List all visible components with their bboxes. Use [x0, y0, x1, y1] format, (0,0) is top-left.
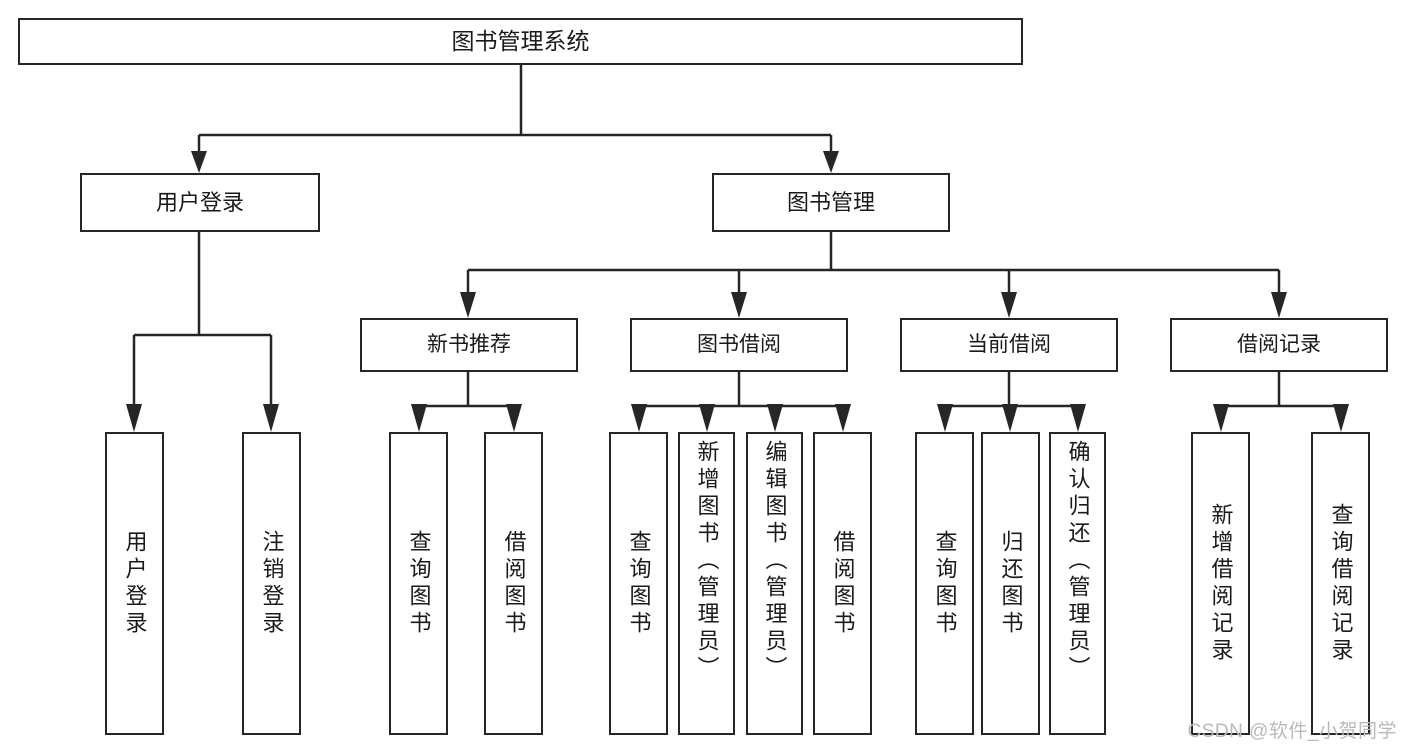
node-leaf-confirm-return-label: 确认归还（管理员）: [1065, 440, 1091, 683]
node-leaf-borrow-book-1[interactable]: 借阅图书: [484, 432, 543, 735]
node-book-manage-label: 图书管理: [786, 189, 875, 215]
node-leaf-query-book-1[interactable]: 查询图书: [389, 432, 448, 735]
arrow-leaf-logout: [263, 404, 279, 432]
node-leaf-borrow-book-2[interactable]: 借阅图书: [813, 432, 872, 735]
node-leaf-add-book[interactable]: 新增图书（管理员）: [678, 432, 735, 735]
node-leaf-query-book-2-label: 查询图书: [626, 529, 652, 638]
arrow-cb-leaf2: [1002, 404, 1018, 432]
arrow-user-login: [191, 151, 207, 173]
arrow-br-leaf1: [1213, 404, 1229, 432]
node-new-book-rec-label: 新书推荐: [427, 332, 511, 356]
arrow-book-manage: [823, 151, 839, 173]
node-leaf-query-record-label: 查询借阅记录: [1328, 502, 1354, 665]
arrow-leaf-user-login: [126, 404, 142, 432]
node-leaf-add-book-label: 新增图书（管理员）: [694, 440, 720, 683]
node-leaf-query-book-3-label: 查询图书: [932, 529, 958, 638]
arrow-borrow-record: [1271, 292, 1287, 318]
arrow-bb-leaf1: [631, 404, 647, 432]
arrow-book-borrow: [731, 292, 747, 318]
watermark: CSDN @软件_小贺同学: [1187, 721, 1397, 742]
node-book-borrow-label: 图书借阅: [697, 332, 781, 356]
node-root-label: 图书管理系统: [451, 27, 590, 54]
node-leaf-edit-book-label: 编辑图书（管理员）: [762, 440, 788, 683]
arrow-nbr-leaf2: [506, 404, 522, 432]
node-leaf-return-book-label: 归还图书: [998, 529, 1024, 638]
arrow-bb-leaf2: [699, 404, 715, 432]
node-current-borrow-label: 当前借阅: [967, 332, 1051, 356]
arrow-bb-leaf4: [835, 404, 851, 432]
node-book-borrow[interactable]: 图书借阅: [630, 318, 848, 372]
node-leaf-query-book-2[interactable]: 查询图书: [609, 432, 668, 735]
node-leaf-logout[interactable]: 注销登录: [242, 432, 301, 735]
node-leaf-logout-label: 注销登录: [259, 529, 285, 638]
node-leaf-query-record[interactable]: 查询借阅记录: [1311, 432, 1370, 735]
node-leaf-add-record-label: 新增借阅记录: [1208, 502, 1234, 665]
node-root[interactable]: 图书管理系统: [18, 18, 1023, 65]
node-leaf-borrow-book-2-label: 借阅图书: [830, 529, 856, 638]
node-leaf-query-book-3[interactable]: 查询图书: [915, 432, 974, 735]
node-leaf-return-book[interactable]: 归还图书: [981, 432, 1040, 735]
node-user-login-label: 用户登录: [155, 189, 244, 215]
node-leaf-user-login-label: 用户登录: [122, 529, 148, 638]
arrow-new-book-rec: [460, 292, 476, 318]
node-leaf-add-record[interactable]: 新增借阅记录: [1191, 432, 1250, 735]
arrow-br-leaf2: [1333, 404, 1349, 432]
arrow-current-borrow: [1001, 292, 1017, 318]
arrow-bb-leaf3: [767, 404, 783, 432]
node-new-book-rec[interactable]: 新书推荐: [360, 318, 578, 372]
arrow-cb-leaf1: [937, 404, 953, 432]
arrow-nbr-leaf1: [411, 404, 427, 432]
node-leaf-user-login[interactable]: 用户登录: [105, 432, 164, 735]
node-leaf-query-book-1-label: 查询图书: [406, 529, 432, 638]
node-leaf-borrow-book-1-label: 借阅图书: [501, 529, 527, 638]
node-book-manage[interactable]: 图书管理: [712, 173, 950, 232]
node-leaf-confirm-return[interactable]: 确认归还（管理员）: [1049, 432, 1106, 735]
node-leaf-edit-book[interactable]: 编辑图书（管理员）: [746, 432, 803, 735]
node-current-borrow[interactable]: 当前借阅: [900, 318, 1118, 372]
arrow-cb-leaf3: [1070, 404, 1086, 432]
node-borrow-record[interactable]: 借阅记录: [1170, 318, 1388, 372]
node-borrow-record-label: 借阅记录: [1237, 332, 1321, 356]
node-user-login[interactable]: 用户登录: [80, 173, 320, 232]
